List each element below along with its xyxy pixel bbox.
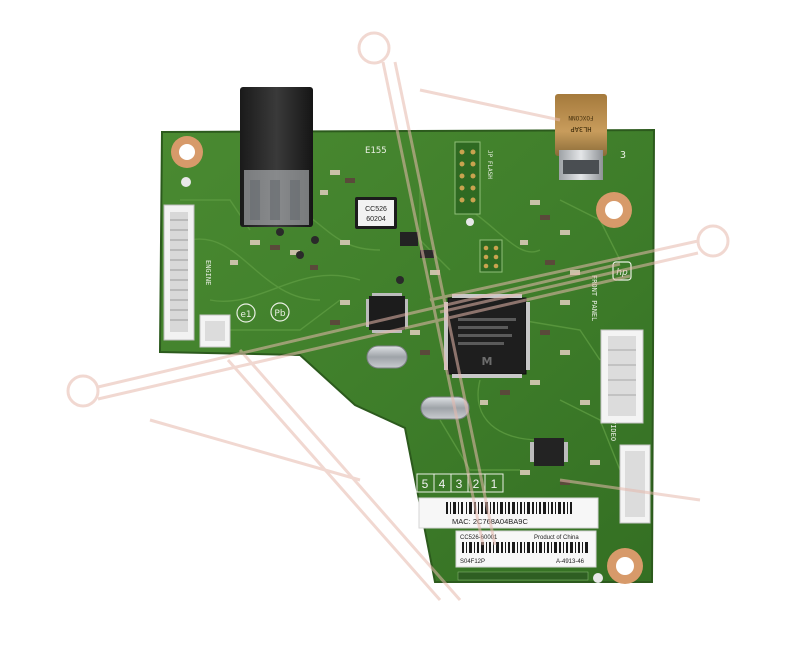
mounting-hole-right bbox=[596, 192, 632, 228]
engine-connector bbox=[163, 204, 195, 341]
e1-marking: e1 bbox=[236, 303, 256, 323]
front-panel-label: FRONT PANEL bbox=[590, 275, 598, 321]
pcb-traces bbox=[180, 180, 621, 471]
via-small-mid bbox=[466, 218, 474, 226]
via-small-left bbox=[181, 177, 191, 187]
small-chip-lower bbox=[530, 438, 568, 466]
jp-flash-header bbox=[454, 141, 481, 215]
mac-address-sticker: MAC: 2C768A04BA9C bbox=[418, 497, 599, 529]
crystal-oscillator-1 bbox=[366, 345, 408, 369]
smd-components bbox=[230, 170, 600, 485]
pb-free-marking: Pb bbox=[270, 302, 290, 322]
part-barcode bbox=[462, 542, 588, 553]
crystal-oscillator-2 bbox=[420, 396, 470, 420]
jp-flash-label: JP FLASH bbox=[486, 150, 493, 179]
engine-label: ENGINE bbox=[204, 260, 212, 285]
front-panel-connector bbox=[600, 329, 644, 424]
revision-text: A-4913-46 bbox=[556, 559, 585, 565]
usb-connector: FOXCONN HL3AP bbox=[555, 94, 607, 180]
slot-number-5: 5 bbox=[422, 477, 429, 491]
watermark-overlay bbox=[66, 31, 730, 601]
svg-text:Pb: Pb bbox=[274, 309, 285, 319]
slot-number-1: 1 bbox=[491, 477, 498, 491]
small-chip-top bbox=[400, 232, 418, 246]
part-number-sticker: CC526-60001 Product of China S04F12P A-4… bbox=[455, 530, 597, 568]
svg-text:M: M bbox=[482, 355, 493, 368]
slot-number-4: 4 bbox=[439, 477, 446, 491]
serial-text: S04F12P bbox=[460, 559, 485, 565]
ethernet-jack bbox=[240, 87, 313, 227]
board-marking: E155 bbox=[365, 146, 387, 156]
bottom-strip bbox=[457, 571, 589, 581]
cc526-chip-line2: 60204 bbox=[366, 216, 386, 223]
slot-number-3: 3 bbox=[456, 477, 463, 491]
corner-mark: 3 bbox=[620, 150, 626, 161]
part-number-text: CC526-60001 bbox=[460, 535, 498, 541]
slot-number-row: 5 4 3 2 1 bbox=[416, 473, 504, 493]
slot-number-2: 2 bbox=[473, 477, 480, 491]
svg-text:e1: e1 bbox=[240, 310, 251, 320]
origin-text: Product of China bbox=[534, 535, 579, 541]
video-connector bbox=[619, 444, 651, 524]
cc526-chip: CC526 60204 bbox=[355, 197, 397, 229]
svg-text:hp: hp bbox=[616, 268, 628, 278]
usb-code-text: HL3AP bbox=[570, 125, 591, 133]
cc526-chip-line1: CC526 bbox=[365, 206, 387, 213]
video-label: VIDEO bbox=[609, 420, 617, 441]
usb-brand-text: FOXCONN bbox=[568, 114, 594, 121]
secondary-chip bbox=[366, 293, 408, 333]
small-connector-left bbox=[199, 314, 231, 348]
mounting-hole-bottom-right bbox=[607, 548, 643, 584]
mounting-hole-top-left bbox=[171, 136, 203, 168]
via-small-bottom bbox=[593, 573, 603, 583]
pin-header-small bbox=[479, 239, 503, 273]
